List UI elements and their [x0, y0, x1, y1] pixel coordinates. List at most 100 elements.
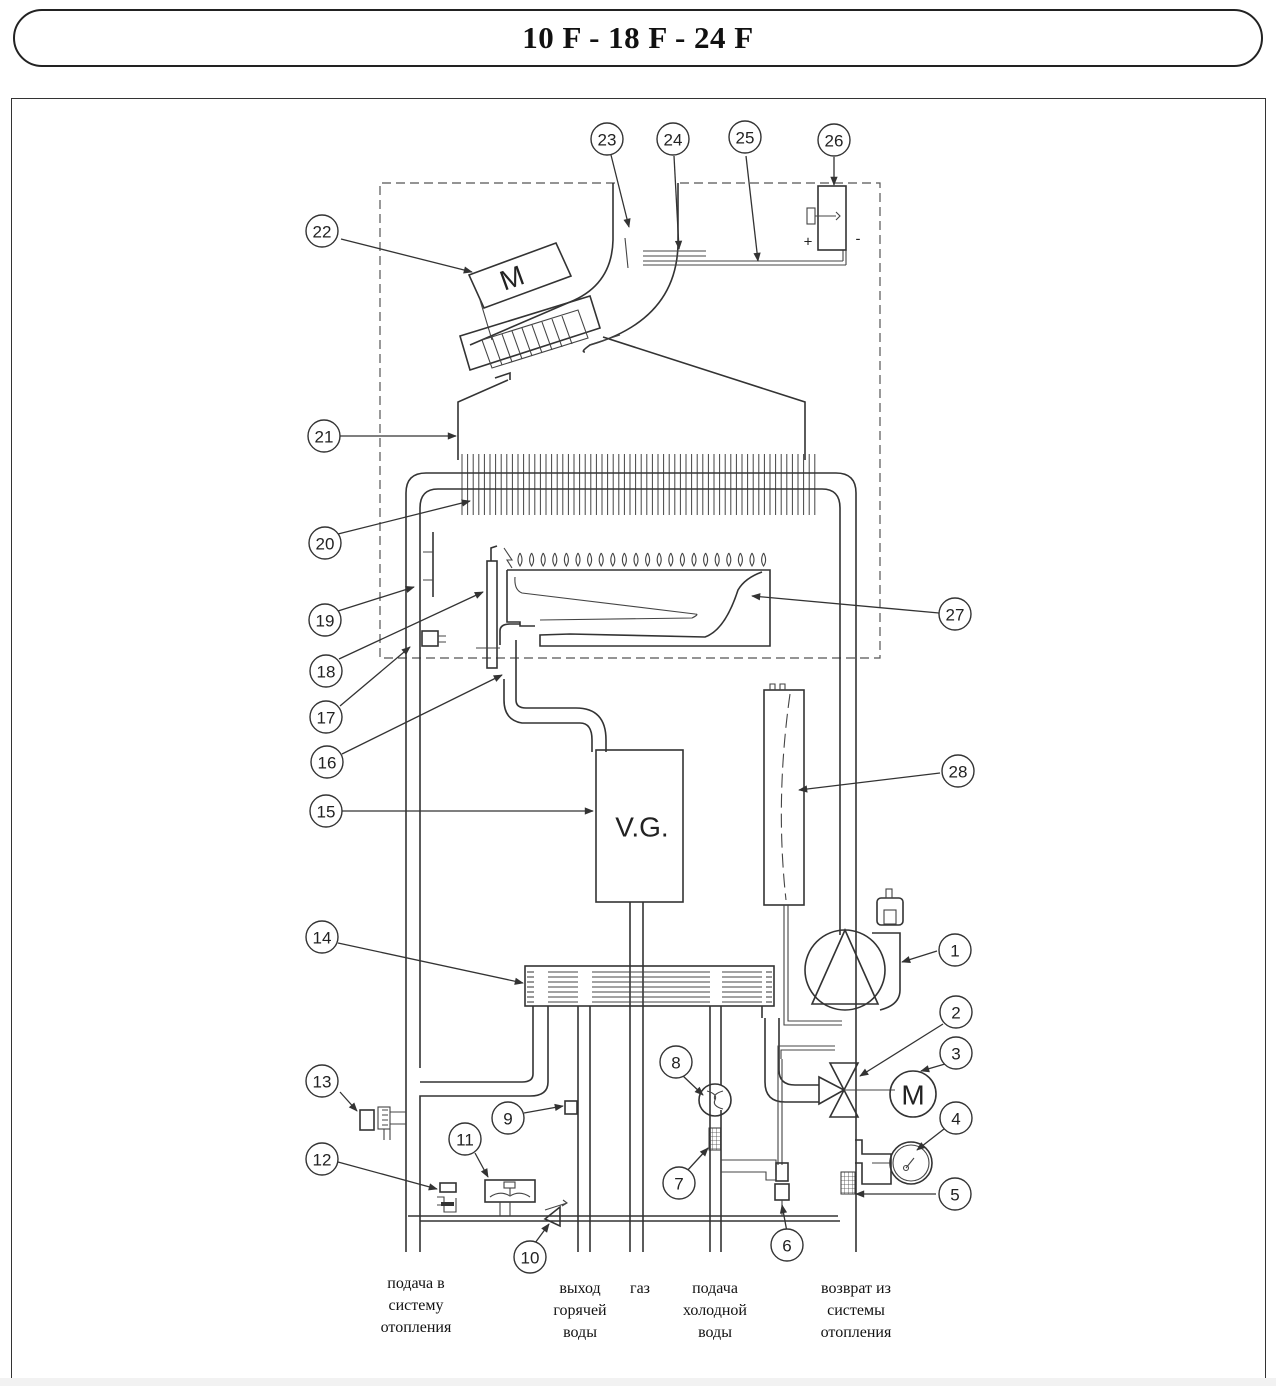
- overheat-thermostat: [423, 532, 434, 597]
- title-banner: 10 F - 18 F - 24 F: [13, 9, 1263, 67]
- connection-label-cold-water-in: подача холодной воды: [683, 1280, 747, 1341]
- flow-sensor: [698, 1083, 732, 1117]
- pressure-gauge: [855, 1139, 933, 1185]
- flame: [749, 552, 755, 567]
- automatic-bypass: [484, 1179, 536, 1216]
- callout-number: 2: [951, 1004, 960, 1023]
- flame: [633, 552, 639, 567]
- diagram-frame: [11, 98, 1266, 1380]
- callout-15: 15: [309, 794, 343, 828]
- flame: [517, 552, 523, 567]
- callout-13: 13: [305, 1064, 339, 1098]
- callout-number: 20: [316, 535, 335, 554]
- heating-ntc-sensor: [421, 630, 446, 647]
- callout-21: 21: [307, 419, 341, 453]
- callout-12: 12: [305, 1142, 339, 1176]
- flame: [645, 552, 651, 567]
- callout-number: 22: [313, 223, 332, 242]
- flame: [656, 552, 662, 567]
- callout-number: 26: [825, 132, 844, 151]
- callout-26: 26: [817, 123, 851, 157]
- callout-number: 18: [317, 663, 336, 682]
- frame-shadow: [0, 1378, 1276, 1386]
- callout-number: 12: [313, 1151, 332, 1170]
- gas-valve: V.G.: [595, 749, 684, 1252]
- flame: [668, 552, 674, 567]
- callout-18: 18: [309, 654, 343, 688]
- callout-11: 11: [448, 1122, 482, 1156]
- dhw-ntc-sensor: [564, 1100, 578, 1115]
- diverter-motor-label: M: [901, 1080, 924, 1111]
- burner-flames: [517, 552, 767, 567]
- callout-number: 5: [950, 1186, 959, 1205]
- callout-number: 3: [951, 1045, 960, 1064]
- callout-14: 14: [305, 920, 339, 954]
- callout-number: 8: [671, 1054, 680, 1073]
- callout-23: 23: [590, 122, 624, 156]
- flame: [737, 552, 743, 567]
- flame: [529, 552, 535, 567]
- flame: [703, 552, 709, 567]
- flame: [587, 552, 593, 567]
- callout-24: 24: [656, 122, 690, 156]
- flame: [552, 552, 558, 567]
- gas-pipe: [499, 623, 607, 752]
- gas-valve-label: V.G.: [615, 812, 668, 843]
- flame: [726, 552, 732, 567]
- callout-19: 19: [308, 603, 342, 637]
- callout-number: 21: [315, 428, 334, 447]
- callout-16: 16: [310, 745, 344, 779]
- main-heat-exchanger: [461, 454, 816, 515]
- callout-number: 23: [598, 131, 617, 150]
- water-pressure-switch: [359, 1106, 406, 1140]
- callout-number: 24: [664, 131, 683, 150]
- callout-number: 28: [949, 763, 968, 782]
- callout-5: 5: [938, 1177, 972, 1211]
- callout-1: 1: [938, 933, 972, 967]
- callout-4: 4: [939, 1101, 973, 1135]
- callout-7: 7: [662, 1166, 696, 1200]
- ignition-electrode: [476, 545, 514, 669]
- callout-number: 7: [674, 1175, 683, 1194]
- air-pressure-switch: + -: [804, 185, 861, 251]
- callout-9: 9: [491, 1101, 525, 1135]
- callout-27: 27: [938, 597, 972, 631]
- callout-number: 13: [313, 1073, 332, 1092]
- connection-label-gas: газ: [630, 1280, 650, 1297]
- callout-6: 6: [770, 1228, 804, 1262]
- callout-number: 14: [313, 929, 332, 948]
- model-title: 10 F - 18 F - 24 F: [522, 20, 754, 55]
- fan-motor: M: [467, 241, 573, 341]
- filling-valve: [721, 1159, 790, 1216]
- pressure-tubes: [643, 250, 847, 266]
- callout-20: 20: [308, 526, 342, 560]
- fan-motor-label: M: [496, 259, 529, 296]
- flame: [761, 552, 767, 567]
- safety-valve: [437, 1182, 457, 1213]
- circulation-pump: [804, 888, 904, 1011]
- callout-3: 3: [939, 1036, 973, 1070]
- flame: [621, 552, 627, 567]
- flame: [691, 552, 697, 567]
- fan-impeller: [459, 295, 601, 372]
- connection-label-heating-flow: подача в систему отопления: [380, 1275, 452, 1336]
- callout-number: 9: [503, 1110, 512, 1129]
- diverter-motor: M: [889, 1070, 937, 1118]
- dhw-plate-exchanger: [524, 965, 775, 1007]
- callout-number: 10: [521, 1249, 540, 1268]
- flame: [714, 552, 720, 567]
- flame: [598, 552, 604, 567]
- flame: [610, 552, 616, 567]
- callout-17: 17: [309, 700, 343, 734]
- callout-number: 4: [951, 1110, 960, 1129]
- callout-22: 22: [305, 214, 339, 248]
- return-filter: [840, 1171, 856, 1195]
- callout-number: 15: [317, 803, 336, 822]
- callout-leaders: [337, 154, 946, 1244]
- callout-number: 17: [317, 709, 336, 728]
- flame: [679, 552, 685, 567]
- callout-number: 25: [736, 129, 755, 148]
- callout-8: 8: [659, 1045, 693, 1079]
